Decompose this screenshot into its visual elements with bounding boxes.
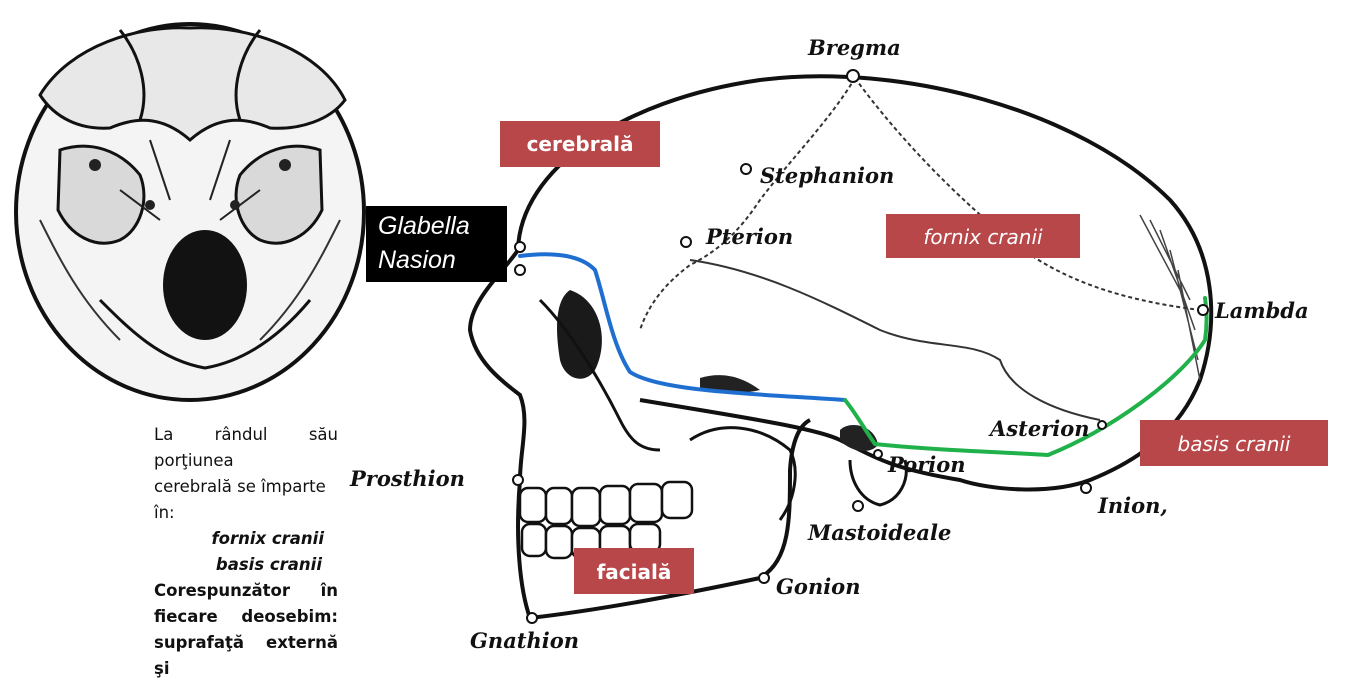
tag-faciala: facială — [574, 548, 694, 594]
tag-basis: basis cranii — [1140, 420, 1328, 466]
bregma-point — [847, 70, 859, 82]
asterion-point — [1098, 421, 1106, 429]
nasion-point — [515, 265, 525, 275]
glabella-label: Glabella — [378, 212, 470, 240]
note-line-1: Corespunzător în — [154, 578, 338, 604]
intro-line-1: La rândul său porţiunea — [154, 422, 338, 474]
tag-cerebrala: cerebrală — [500, 121, 660, 167]
note-line-3: suprafaţă externă şi — [154, 630, 338, 682]
gnathion-point — [527, 613, 537, 623]
intro-line-2: cerebrală se împarte în: — [154, 474, 338, 526]
gonion-point — [759, 573, 769, 583]
stephanion-point — [741, 164, 751, 174]
bregma-label: Bregma — [807, 35, 901, 60]
lambda-label: Lambda — [1214, 298, 1309, 323]
mastoideale-label: Mastoideale — [807, 520, 951, 545]
tag-fornix: fornix cranii — [886, 214, 1080, 258]
skull-base-illustration — [16, 24, 364, 400]
prosthion-label: Prosthion — [349, 466, 465, 491]
prosthion-point — [513, 475, 523, 485]
glabella-nasion-box: Glabella Nasion — [366, 206, 507, 282]
tag-basis-text: basis cranii — [1178, 432, 1291, 456]
lambda-point — [1198, 305, 1208, 315]
porion-point — [874, 450, 882, 458]
nasion-label: Nasion — [378, 246, 456, 274]
gonion-label: Gonion — [776, 574, 860, 599]
stephanion-label: Stephanion — [760, 163, 894, 188]
porion-label: Porion — [887, 452, 966, 477]
inion-point — [1081, 483, 1091, 493]
note-line-2: fiecare deosebim: — [154, 604, 338, 630]
term-basis: basis cranii — [154, 552, 338, 578]
pterion-point — [681, 237, 691, 247]
tag-fornix-text: fornix cranii — [923, 225, 1043, 249]
asterion-label: Asterion — [988, 416, 1090, 441]
tag-cerebrala-text: cerebrală — [527, 132, 634, 156]
tag-faciala-text: facială — [597, 560, 672, 584]
mastoideale-point — [853, 501, 863, 511]
inion-label: Inion, — [1097, 493, 1168, 518]
side-description: La rândul său porţiunea cerebrală se împ… — [154, 422, 338, 682]
pterion-label: Pterion — [705, 224, 793, 249]
term-fornix: fornix cranii — [154, 526, 338, 552]
glabella-point — [515, 242, 525, 252]
gnathion-label: Gnathion — [470, 628, 579, 653]
